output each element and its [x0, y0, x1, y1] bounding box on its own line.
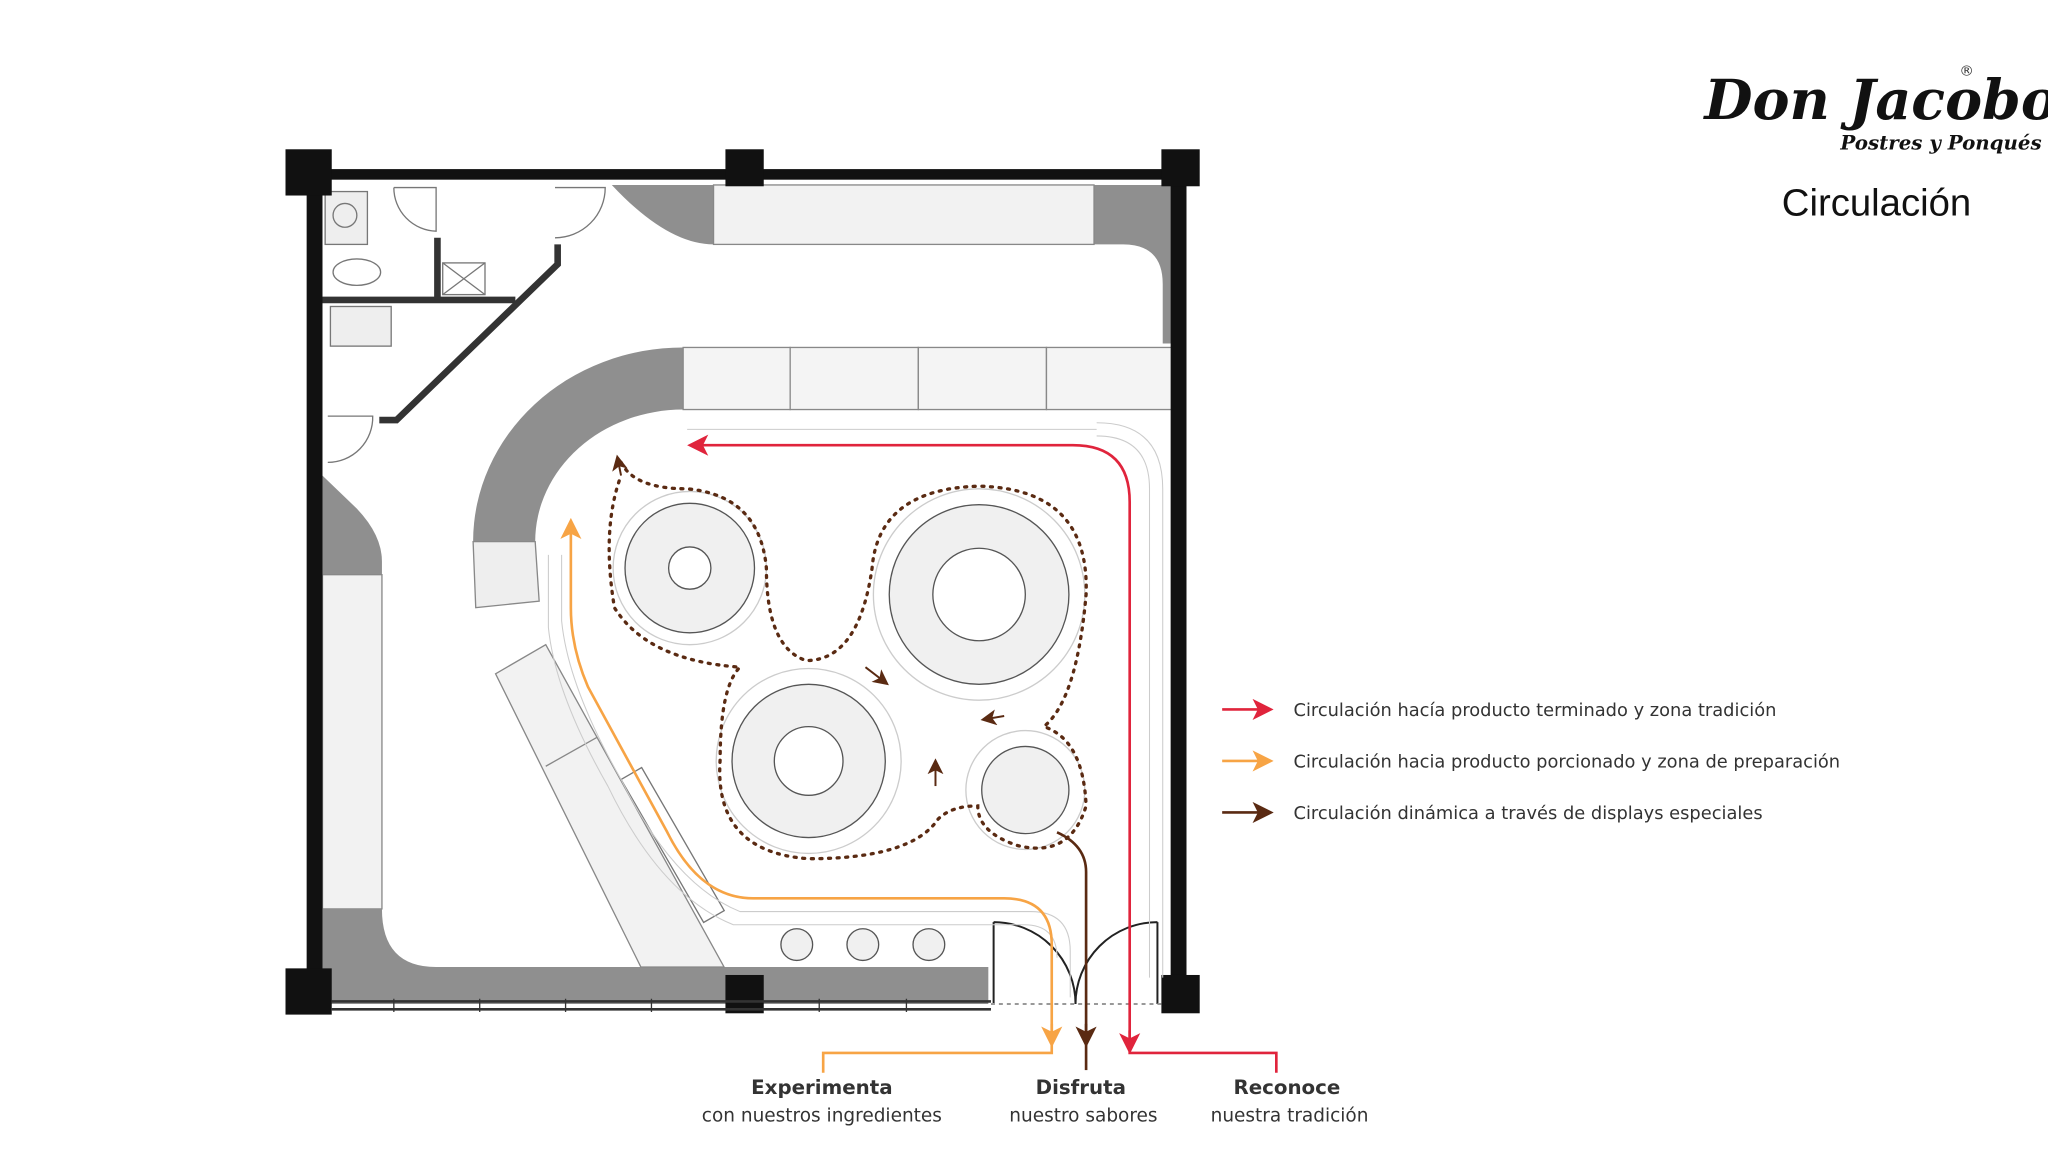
sink-tray	[620, 766, 726, 924]
callout-reconoce: Reconoce nuestra tradición	[1211, 1076, 1369, 1127]
red-connector	[1128, 1041, 1278, 1073]
diagonal-counter	[494, 643, 726, 968]
logo-subtext: Postres y Ponqués	[1839, 130, 2041, 154]
registered-mark: ®	[1959, 63, 1974, 79]
bottom-counter	[322, 908, 989, 1005]
display-cases	[682, 346, 1174, 411]
callout-experimenta: Experimenta con nuestros ingredientes	[702, 1076, 942, 1127]
entrance-doors[interactable]	[990, 921, 1163, 1006]
legend: Circulación hacía producto terminado y z…	[1222, 698, 1841, 824]
callout-subtitle: nuestro sabores	[1009, 1106, 1157, 1127]
window-wall	[331, 998, 991, 1012]
interior-walls	[322, 237, 561, 424]
left-shelf	[321, 574, 383, 910]
left-panel-gray	[322, 475, 382, 575]
callout-disfruta: Disfruta nuestro sabores	[1009, 1076, 1157, 1127]
brown-circulation-path	[607, 454, 1088, 1038]
callout-subtitle: nuestra tradición	[1211, 1106, 1369, 1127]
legend-item-orange: Circulación hacia producto porcionado y …	[1222, 750, 1841, 773]
page-title: Circulación	[1782, 181, 1971, 224]
exterior-walls	[285, 149, 1200, 1015]
red-circulation-path	[687, 434, 1132, 1044]
legend-label: Circulación hacia producto porcionado y …	[1294, 752, 1841, 773]
restroom	[324, 186, 606, 464]
logo-text: Don Jacobo	[1702, 68, 2048, 133]
back-counter-top	[712, 184, 1095, 246]
callout-title: Experimenta	[751, 1076, 892, 1099]
callout-title: Disfruta	[1036, 1076, 1126, 1099]
display-tables	[612, 488, 1086, 962]
legend-label: Circulación dinámica a través de display…	[1294, 803, 1763, 824]
floor-plan	[285, 149, 1278, 1073]
legend-label: Circulación hacía producto terminado y z…	[1294, 700, 1777, 721]
orange-circulation-path	[560, 517, 1054, 1038]
legend-item-red: Circulación hacía producto terminado y z…	[1222, 698, 1777, 721]
orange-connector	[821, 1034, 1054, 1073]
guide-lines	[547, 422, 1164, 998]
curved-counter-end	[472, 540, 540, 609]
brand-logo: Don Jacobo Postres y Ponqués ®	[1702, 63, 2048, 154]
callout-title: Reconoce	[1233, 1076, 1340, 1099]
legend-item-brown: Circulación dinámica a través de display…	[1222, 801, 1763, 824]
callout-subtitle: con nuestros ingredientes	[702, 1106, 942, 1127]
curved-counter	[473, 347, 684, 542]
